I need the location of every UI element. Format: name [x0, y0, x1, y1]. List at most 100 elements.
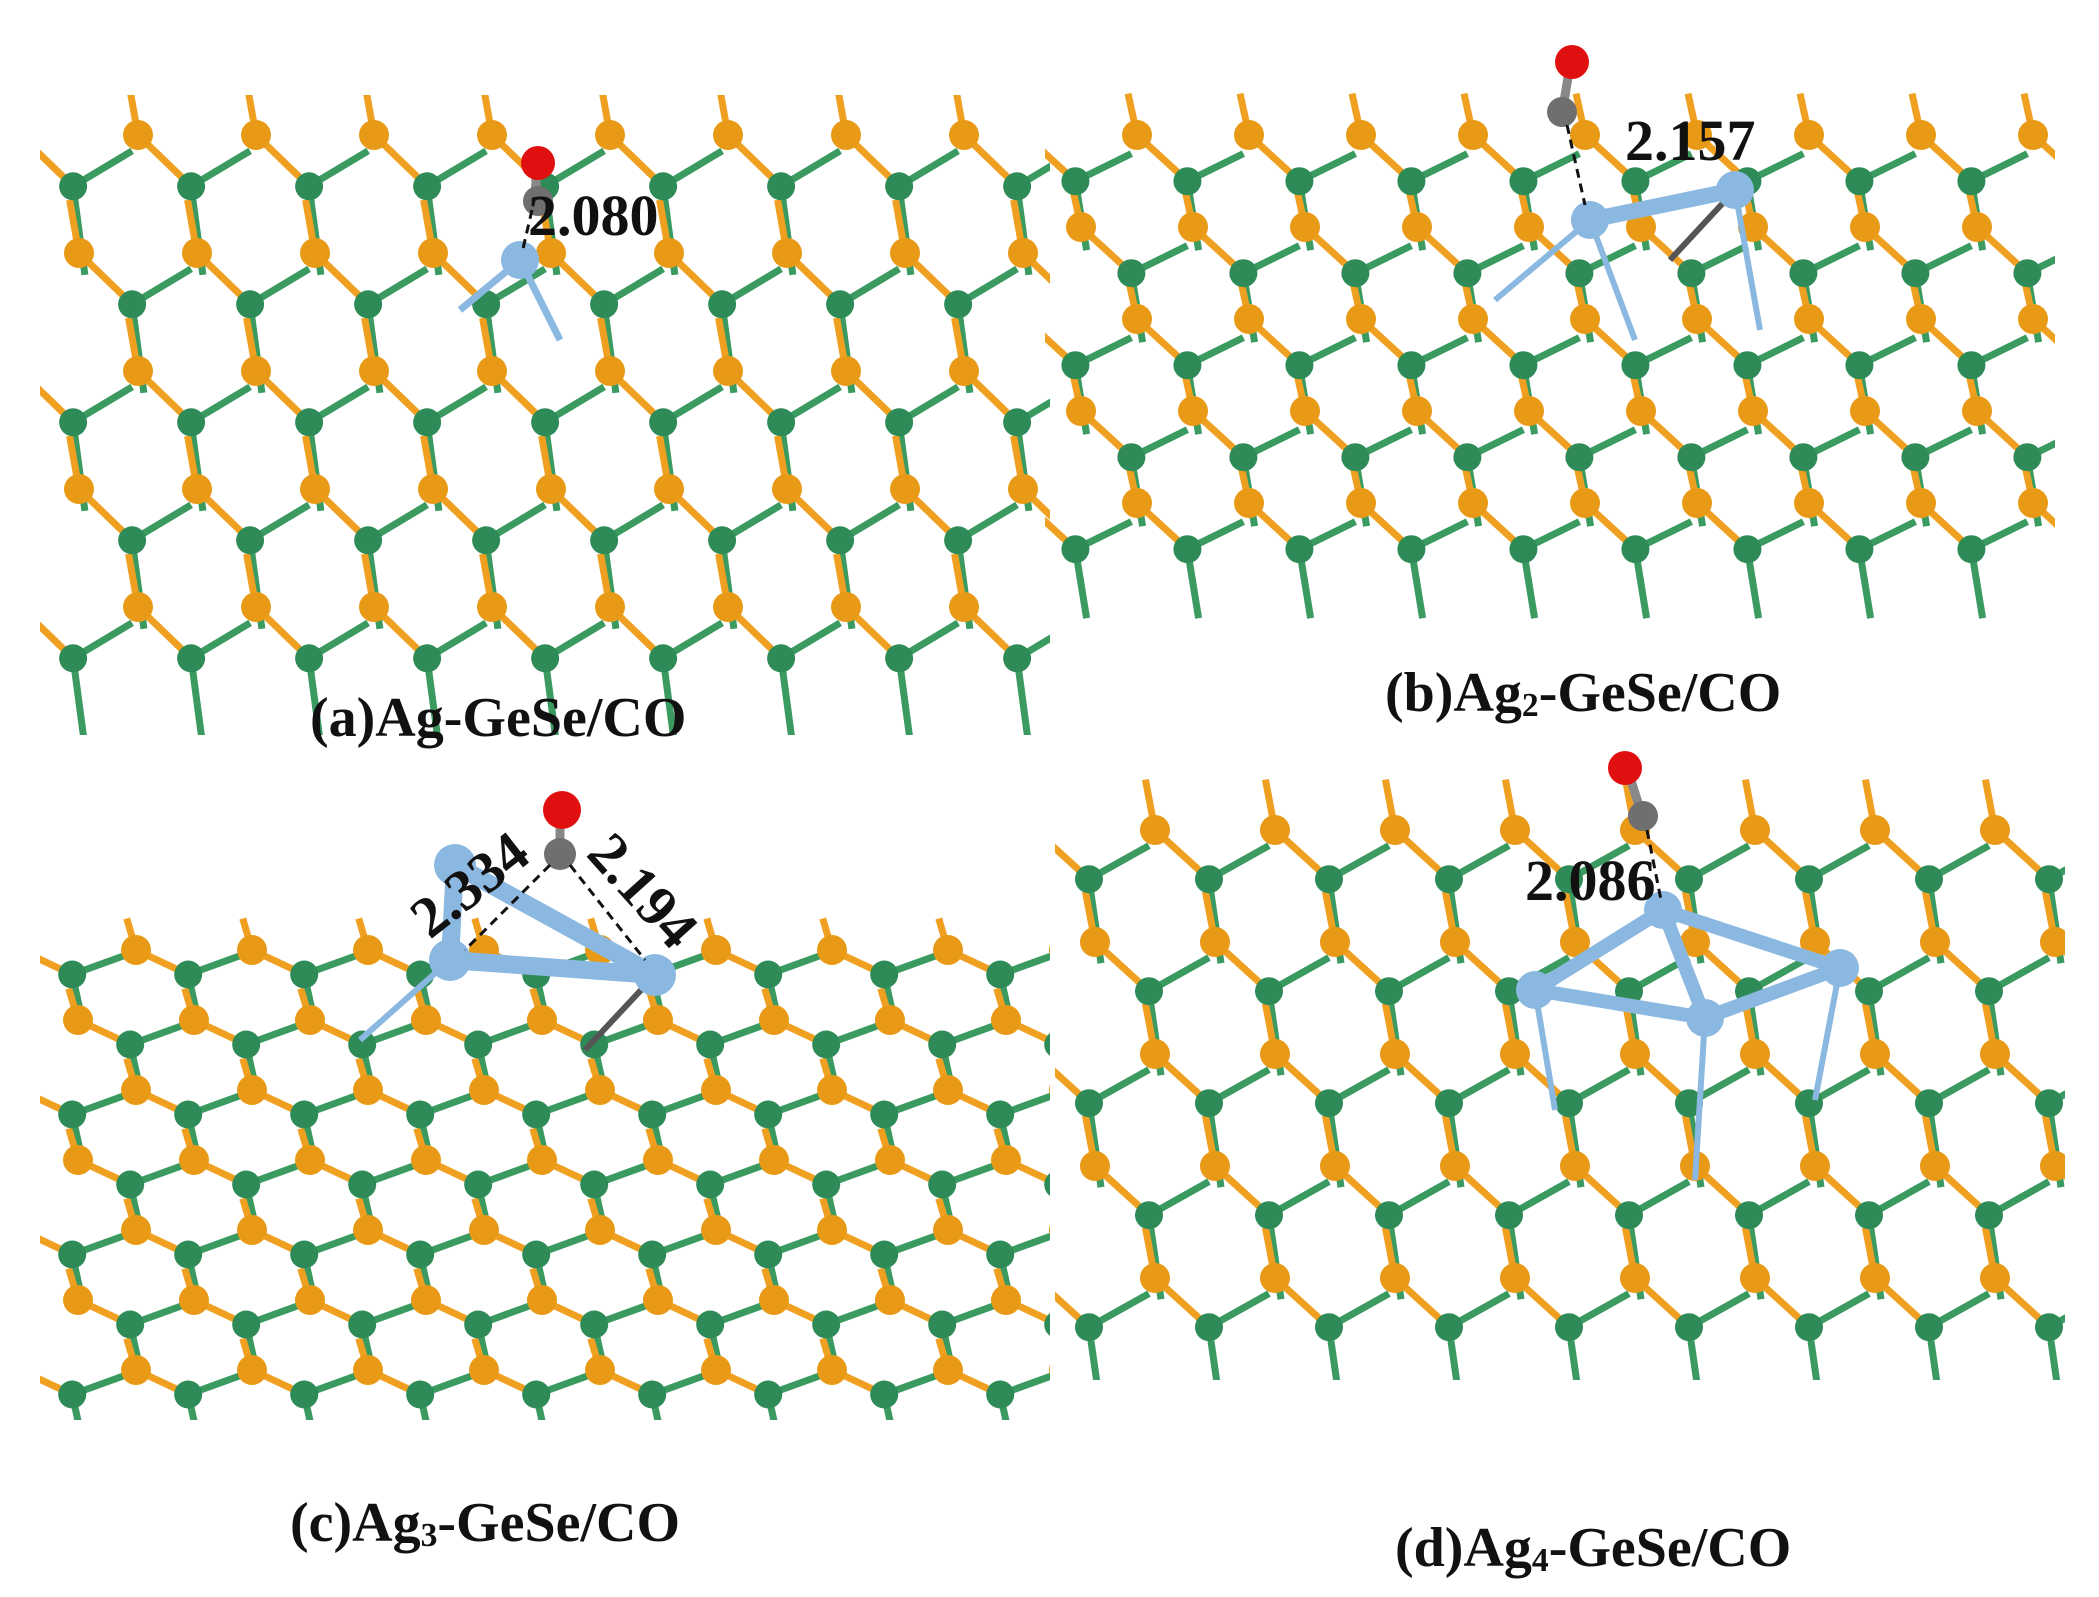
se-atom	[1855, 1201, 1883, 1230]
ge-se-bond	[1205, 1326, 1221, 1380]
gese-lattice-a	[40, 95, 1050, 735]
ge-atom	[1620, 1263, 1650, 1293]
ge-atom	[1290, 212, 1320, 242]
se-atom	[1397, 351, 1426, 380]
se-atom	[522, 1380, 551, 1409]
ge-atom	[991, 1005, 1021, 1035]
se-atom	[1315, 1089, 1343, 1118]
ge-atom	[643, 1285, 673, 1315]
ge-atom	[121, 1355, 151, 1385]
ag-cluster-c	[358, 844, 676, 1053]
se-atom	[1789, 259, 1818, 288]
ge-atom	[643, 1005, 673, 1035]
ge-atom	[359, 356, 389, 386]
se-atom	[406, 1100, 435, 1129]
se-atom	[638, 1380, 667, 1409]
ge-se-bond	[1805, 1326, 1821, 1380]
se-atom	[1795, 865, 1823, 894]
ge-atom	[1682, 304, 1712, 334]
panel-c-svg: 2.334 2.194	[40, 791, 1050, 1420]
se-atom	[174, 1240, 203, 1269]
se-atom	[348, 1030, 377, 1059]
ge-atom	[1380, 1039, 1410, 1069]
se-atom	[1975, 977, 2003, 1006]
gese-lattice-b	[1045, 92, 2055, 619]
co-molecule-b	[1547, 45, 1589, 206]
se-atom	[58, 960, 87, 989]
se-atom	[1195, 1089, 1223, 1118]
se-atom	[348, 1310, 377, 1339]
se-atom	[1117, 443, 1146, 472]
ge-atom	[300, 474, 330, 504]
se-atom	[348, 1170, 377, 1199]
ge-atom	[411, 1285, 441, 1315]
ge-atom	[241, 120, 271, 150]
ge-atom	[875, 1145, 905, 1175]
ge-atom	[595, 120, 625, 150]
se-atom	[1135, 1201, 1163, 1230]
se-atom	[1677, 443, 1706, 472]
se-atom	[1555, 865, 1583, 894]
se-atom	[354, 290, 383, 319]
ge-atom	[1122, 488, 1152, 518]
ag-atom	[434, 844, 476, 886]
se-atom	[58, 1100, 87, 1129]
ge-atom	[418, 238, 448, 268]
ge-atom	[179, 1285, 209, 1315]
ge-se-bond	[423, 657, 441, 735]
ge-atom	[1346, 304, 1376, 334]
se-atom	[531, 408, 560, 437]
se-atom	[2035, 865, 2063, 894]
se-atom	[295, 408, 324, 437]
ge-atom	[1140, 1039, 1170, 1069]
ge-atom	[536, 238, 566, 268]
ag-atom	[501, 241, 539, 279]
ge-atom	[359, 120, 389, 150]
ge-atom	[1860, 1263, 1890, 1293]
ge-atom	[1234, 304, 1264, 334]
se-atom	[1975, 1201, 2003, 1230]
se-atom	[290, 1380, 319, 1409]
ge-atom	[121, 1075, 151, 1105]
se-atom	[986, 1380, 1015, 1409]
ag-atom	[1516, 971, 1554, 1009]
ge-atom	[643, 1145, 673, 1175]
se-atom	[1315, 865, 1343, 894]
se-atom	[638, 1100, 667, 1129]
ge-atom	[1560, 927, 1590, 957]
se-atom	[177, 408, 206, 437]
se-atom	[1789, 443, 1818, 472]
ag-atom	[1571, 201, 1609, 239]
se-atom	[464, 1170, 493, 1199]
oxygen-atom	[521, 146, 555, 180]
caption-c: (c)Ag3-GeSe/CO	[290, 1492, 681, 1555]
oxygen-atom	[1608, 751, 1642, 785]
ge-atom	[1570, 304, 1600, 334]
ge-atom	[654, 474, 684, 504]
ge-se-bond	[659, 657, 677, 735]
caption-b: (b)Ag2-GeSe/CO	[1385, 662, 1782, 725]
bond-length-label: 2.334	[398, 819, 541, 951]
se-atom	[1075, 865, 1103, 894]
carbon-atom	[523, 186, 553, 216]
se-atom	[590, 526, 619, 555]
ge-atom	[1794, 488, 1824, 518]
ge-atom	[1850, 396, 1880, 426]
se-atom	[696, 1310, 725, 1339]
se-atom	[1061, 167, 1090, 196]
ge-atom	[469, 1355, 499, 1385]
se-atom	[1341, 443, 1370, 472]
ge-atom	[123, 592, 153, 622]
ge-se-bond	[777, 657, 795, 735]
ge-atom	[1260, 1039, 1290, 1069]
se-atom	[118, 290, 147, 319]
se-atom	[767, 644, 796, 673]
ge-atom	[1234, 120, 1264, 150]
se-atom	[464, 1310, 493, 1339]
se-atom	[1915, 865, 1943, 894]
ge-se-bond	[187, 657, 205, 735]
ge-atom	[1980, 1263, 2010, 1293]
ge-atom	[654, 238, 684, 268]
se-atom	[696, 1170, 725, 1199]
se-atom	[1675, 1089, 1703, 1118]
